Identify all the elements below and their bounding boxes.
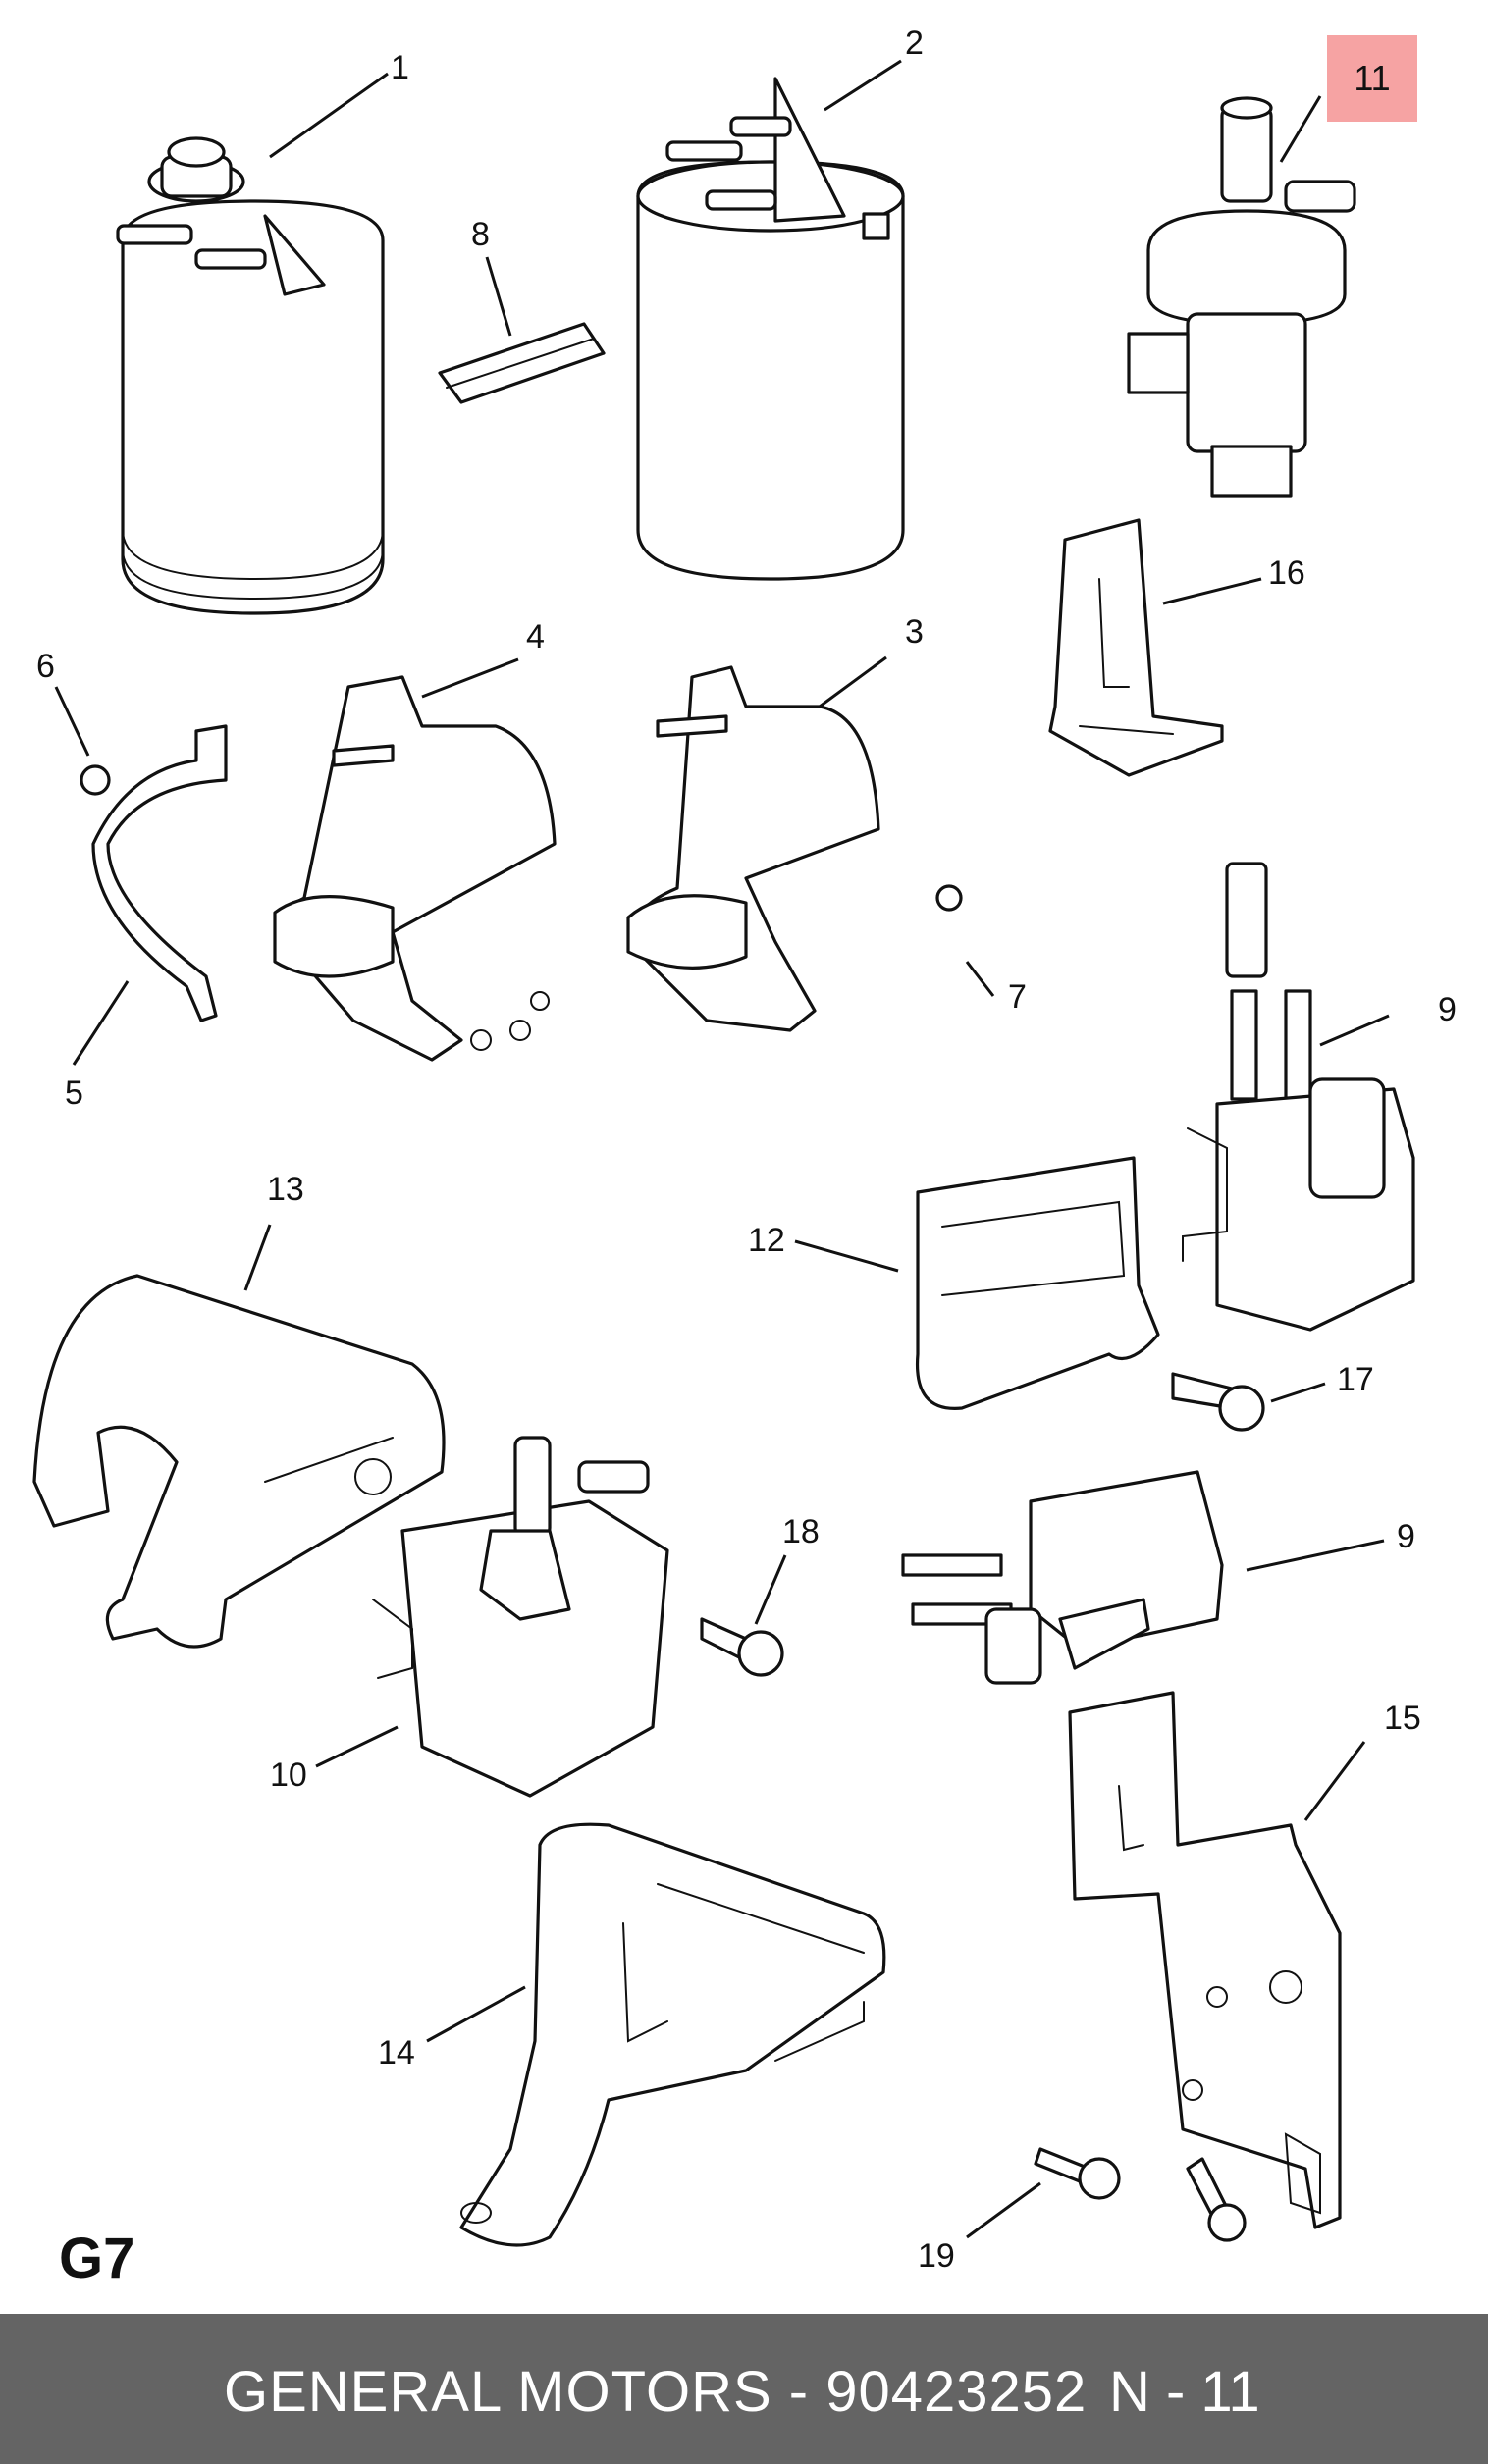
part-14-bracket [459,1822,886,2247]
callout-1: 1 [391,49,409,86]
part-5-strap [91,724,228,1022]
highlighted-part-marker [1327,35,1417,122]
part-9-lower-valve [901,1470,1224,1685]
part-3-bracket [626,665,963,1032]
footer-bar: GENERAL MOTORS - 90423252 N - 11 [0,2314,1488,2464]
callout-18: 18 [782,1513,820,1550]
callout-numbers: 1 2 8 16 4 3 6 5 7 9 12 13 17 18 9 10 15… [36,25,1457,2275]
part-8-clip [438,322,606,404]
footer-title: GENERAL MOTORS - 90423252 [224,2360,1088,2424]
callout-6: 6 [36,648,55,685]
callout-3: 3 [905,613,924,651]
callout-15: 15 [1384,1700,1421,1737]
part-17-screw [1171,1372,1265,1432]
part-10-solenoid [372,1436,669,1798]
leader-lines [54,59,1390,2239]
callout-10: 10 [270,1756,307,1794]
part-12-plate [915,1156,1160,1410]
callout-11: 11 [1354,58,1391,98]
part-16-bracket [1048,518,1224,777]
part-13-bracket [32,1274,446,1649]
callout-5: 5 [65,1075,83,1112]
part-9-upper-valve [1182,862,1415,1332]
section-code: G7 [59,2227,135,2290]
part-2-canister [636,77,905,581]
part-19-bolts [1034,2147,1247,2242]
part-15-bracket [1068,1691,1342,2229]
callout-17: 17 [1337,1361,1374,1398]
callout-9-lower: 9 [1397,1518,1415,1555]
callout-4: 4 [526,618,545,655]
part-11-valve [1127,96,1356,498]
footer-page-number: N - 11 [1109,2360,1260,2424]
callout-9-upper: 9 [1438,991,1457,1028]
callout-14: 14 [378,2034,415,2071]
callout-8: 8 [471,216,490,253]
callout-2: 2 [905,25,924,62]
callout-12: 12 [748,1222,785,1259]
part-1-canister [116,136,385,615]
callout-13: 13 [267,1171,304,1208]
part-18-screw [700,1617,784,1677]
part-6-nut [80,764,111,796]
part-4-bracket [273,675,557,1062]
callout-7: 7 [1008,978,1027,1016]
callout-19: 19 [918,2237,955,2275]
callout-16: 16 [1268,554,1305,592]
exploded-parts-diagram: 1 2 8 16 4 3 6 5 7 9 12 13 17 18 9 10 15… [32,25,1457,2275]
